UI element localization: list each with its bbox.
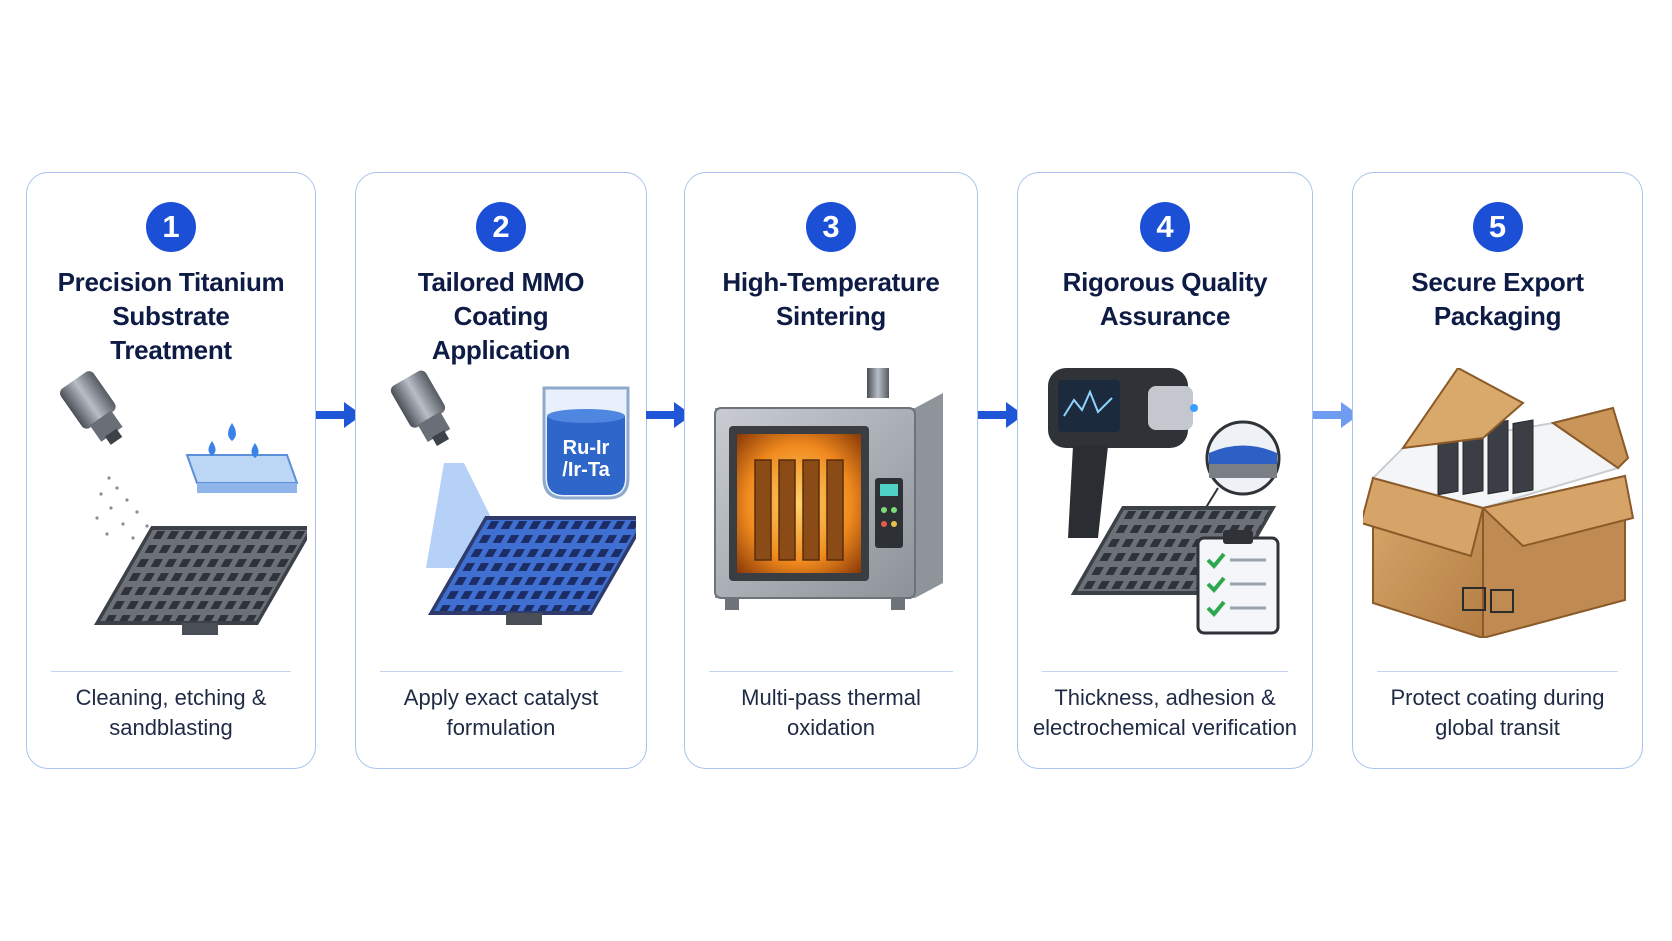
- step-description: Apply exact catalyst formulation: [362, 683, 640, 743]
- step-number-badge: 3: [806, 202, 856, 252]
- beaker-label: Ru-Ir: [563, 437, 610, 459]
- step-title: Tailored MMO Coating Application: [364, 265, 638, 367]
- step-number-badge: 2: [476, 202, 526, 252]
- checklist-icon: [1198, 530, 1278, 633]
- step-description: Thickness, adhesion & electrochemical ve…: [1024, 683, 1306, 743]
- step-title: High-Temperature Sintering: [693, 265, 969, 333]
- step-description: Protect coating during global transit: [1359, 683, 1636, 743]
- shipping-box-icon: [1363, 368, 1634, 638]
- step-card-4: 4 Rigorous Quality Assurance: [1017, 172, 1313, 769]
- step-number-badge: 4: [1140, 202, 1190, 252]
- step-number-badge: 1: [146, 202, 196, 252]
- step-card-1: 1 Precision Titanium Substrate Treatment: [26, 172, 316, 769]
- beaker-icon: Ru-Ir /Ir-Ta: [544, 388, 628, 498]
- step-title: Rigorous Quality Assurance: [1026, 265, 1304, 333]
- step-title: Precision Titanium Substrate Treatment: [35, 265, 307, 367]
- step-title: Secure Export Packaging: [1361, 265, 1634, 333]
- step-card-5: 5 Secure Export Packaging Protect coatin…: [1352, 172, 1643, 769]
- divider: [380, 671, 622, 672]
- furnace-icon: [695, 368, 969, 638]
- thickness-gauge-checklist-icon: [1028, 368, 1304, 638]
- divider: [709, 671, 953, 672]
- divider: [51, 671, 291, 672]
- step-card-2: 2 Tailored MMO Coating Application Ru-Ir…: [355, 172, 647, 769]
- divider: [1042, 671, 1288, 672]
- step-number-badge: 5: [1473, 202, 1523, 252]
- step-description: Cleaning, etching & sandblasting: [33, 683, 309, 743]
- beaker-label: /Ir-Ta: [562, 459, 610, 481]
- spray-nozzle-mesh-icon: [37, 368, 307, 638]
- divider: [1377, 671, 1618, 672]
- step-card-3: 3 High-Temperature Sintering Multi-pass …: [684, 172, 978, 769]
- coating-spray-beaker-icon: Ru-Ir /Ir-Ta: [366, 368, 636, 638]
- step-description: Multi-pass thermal oxidation: [691, 683, 971, 743]
